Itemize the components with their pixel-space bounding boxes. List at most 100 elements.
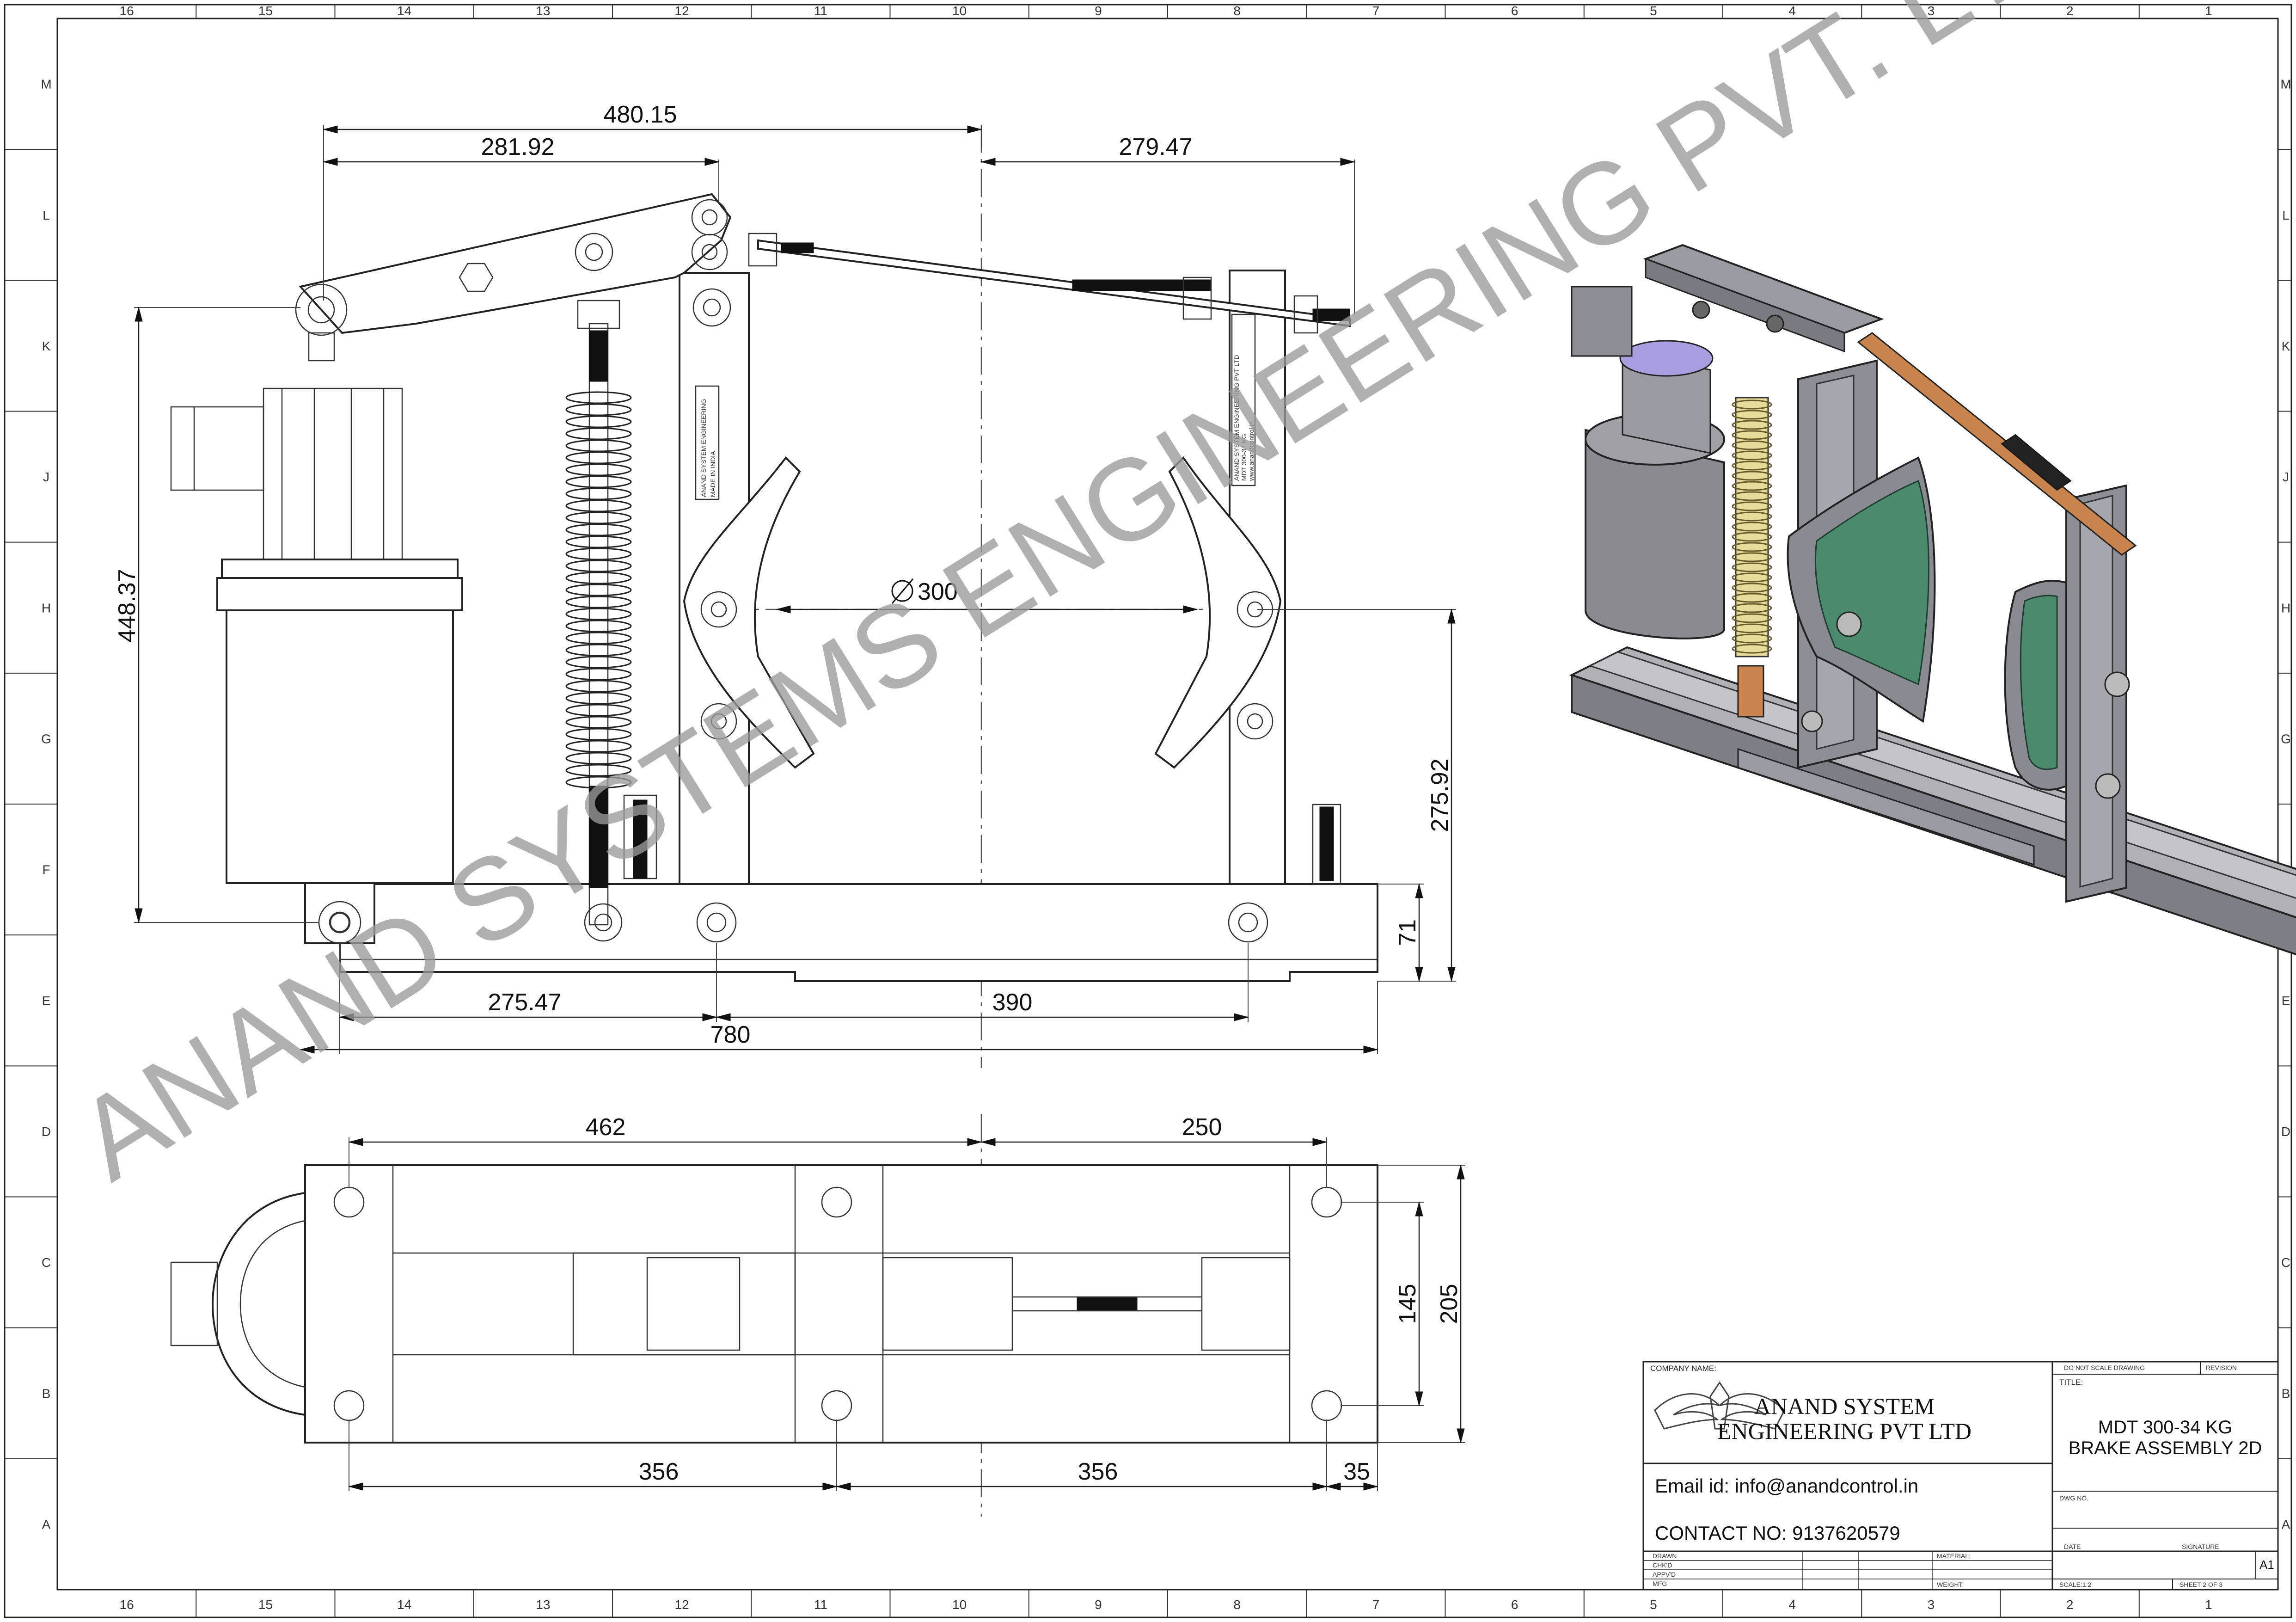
dim-275-47: 275.47 (488, 989, 561, 1016)
dim-356-left: 356 (639, 1458, 679, 1485)
zone-row-label-right: J (2283, 470, 2289, 484)
iso-spring (1732, 397, 1772, 718)
isometric-view (1569, 244, 2296, 956)
thruster-motor (170, 332, 463, 944)
iso-thruster-motor (1571, 286, 1725, 639)
zone-row-label-left: B (42, 1386, 51, 1401)
zone-col-label-bottom: 7 (1372, 1597, 1380, 1612)
sheet-number: SHEET 2 OF 3 (2180, 1581, 2223, 1588)
right-brake-shoe (1154, 456, 1282, 769)
zone-col-label-top: 16 (120, 4, 134, 18)
zone-col-label-bottom: 3 (1928, 1597, 1935, 1612)
do-not-scale-label: DO NOT SCALE DRAWING (2064, 1364, 2145, 1371)
company-email: Email id: info@anandcontrol.in (1655, 1475, 1918, 1497)
zone-row-label-right: D (2281, 1124, 2290, 1139)
dim-145: 145 (1394, 1284, 1421, 1324)
revision-label: REVISION (2206, 1364, 2237, 1371)
appvd-label: APPV'D (1653, 1571, 1676, 1578)
zone-row-label-right: C (2281, 1255, 2290, 1270)
zone-col-label-top: 14 (397, 4, 411, 18)
chkd-label: CHK'D (1653, 1561, 1672, 1569)
dim-448-37: 448.37 (114, 569, 141, 642)
zone-row-label-left: E (42, 994, 51, 1008)
zone-col-label-bottom: 9 (1095, 1597, 1102, 1612)
dim-diameter-300: 300 (918, 578, 958, 605)
zone-row-label-left: C (42, 1255, 51, 1270)
zone-col-label-top: 12 (675, 4, 689, 18)
zone-col-label-bottom: 10 (952, 1597, 967, 1612)
zone-col-label-bottom: 6 (1511, 1597, 1518, 1612)
scale-label: SCALE:1:2 (2059, 1581, 2091, 1588)
base-plate (339, 883, 1378, 982)
company-contact: CONTACT NO: 9137620579 (1655, 1522, 1900, 1544)
zone-row-label-right: G (2281, 731, 2291, 746)
sheet-size: A1 (2259, 1558, 2274, 1572)
dim-250: 250 (1182, 1114, 1222, 1141)
dim-35: 35 (1343, 1458, 1370, 1485)
zone-col-label-top: 4 (1788, 4, 1796, 18)
zone-col-label-bottom: 1 (2205, 1597, 2212, 1612)
zone-row-label-right: M (2280, 77, 2291, 92)
company-logo (1654, 1381, 1785, 1430)
title-block: COMPANY NAME: ANAND SYSTEM ENGINEERING P… (1642, 1361, 2279, 1591)
nameplate-right-line1: ANAND SYSTEM ENGINEERING PVT LTD (1233, 355, 1240, 481)
dim-71: 71 (1394, 919, 1421, 946)
left-brake-shoe (683, 456, 815, 769)
dim-281-92: 281.92 (481, 134, 554, 160)
zone-row-label-left: J (43, 470, 49, 484)
zone-col-label-bottom: 15 (258, 1597, 273, 1612)
dim-275-92: 275.92 (1427, 758, 1453, 832)
zone-col-label-bottom: 11 (814, 1597, 827, 1612)
zone-row-label-right: K (2282, 339, 2290, 353)
zone-col-label-bottom: 5 (1650, 1597, 1657, 1612)
zone-row-label-left: G (41, 731, 51, 746)
tie-rod (748, 233, 1351, 334)
dim-356-mid: 356 (1078, 1458, 1118, 1485)
company-line2: ENGINEERING PVT LTD (1717, 1418, 1971, 1444)
front-view: ANAND SYSTEM ENGINEERING MADE IN INDIA A… (170, 125, 1378, 1068)
signature-label: SIGNATURE (2182, 1543, 2219, 1550)
nameplate-right-line3: www.anandcontrol.in (1248, 421, 1255, 481)
drawing-title-line2: BRAKE ASSEMBLY 2D (2069, 1438, 2262, 1458)
zone-col-label-top: 10 (952, 4, 967, 18)
zone-col-label-top: 5 (1650, 4, 1657, 18)
zone-col-label-top: 15 (258, 4, 273, 18)
drawing-title-line1: MDT 300-34 KG (2098, 1417, 2233, 1438)
zone-row-label-right: H (2281, 601, 2290, 615)
dim-780: 780 (710, 1021, 751, 1048)
zone-row-label-right: A (2282, 1517, 2290, 1531)
zone-col-label-top: 13 (536, 4, 550, 18)
zone-col-label-top: 2 (2066, 4, 2074, 18)
top-lever (299, 193, 732, 334)
material-label: MATERIAL: (1937, 1552, 1971, 1560)
zone-col-label-bottom: 12 (675, 1597, 689, 1612)
zone-col-label-bottom: 2 (2066, 1597, 2074, 1612)
zone-col-label-bottom: 16 (120, 1597, 134, 1612)
iso-tie-rod (1857, 332, 2137, 556)
zone-row-label-left: D (42, 1124, 51, 1139)
zone-ticks (5, 5, 2291, 1617)
zone-col-label-top: 7 (1372, 4, 1380, 18)
company-name-label: COMPANY NAME: (1650, 1364, 1716, 1373)
dim-462: 462 (586, 1114, 626, 1141)
spring-assembly (565, 300, 657, 942)
top-view-dimensions: 462 250 145 205 356 356 35 (348, 1114, 1465, 1491)
zone-row-label-right: L (2282, 208, 2290, 222)
zone-col-label-top: 11 (814, 4, 827, 18)
zone-col-label-top: 9 (1095, 4, 1102, 18)
nameplate-right-line2: MDT 300-34 KG (1240, 434, 1248, 481)
company-line1: ANAND SYSTEM (1754, 1393, 1935, 1419)
zone-row-label-left: L (43, 208, 50, 222)
zone-row-label-left: K (42, 339, 51, 353)
zone-row-label-right: E (2282, 994, 2290, 1008)
zone-col-label-top: 3 (1928, 4, 1935, 18)
zone-col-label-bottom: 4 (1788, 1597, 1796, 1612)
zone-col-label-bottom: 14 (397, 1597, 411, 1612)
drawn-label: DRAWN (1653, 1552, 1677, 1560)
dim-480-15: 480.15 (603, 101, 677, 128)
zone-row-label-left: H (42, 601, 51, 615)
title-label: TITLE: (2059, 1378, 2083, 1387)
dwg-no-label: DWG NO. (2059, 1494, 2088, 1502)
dim-279-47: 279.47 (1119, 134, 1192, 160)
